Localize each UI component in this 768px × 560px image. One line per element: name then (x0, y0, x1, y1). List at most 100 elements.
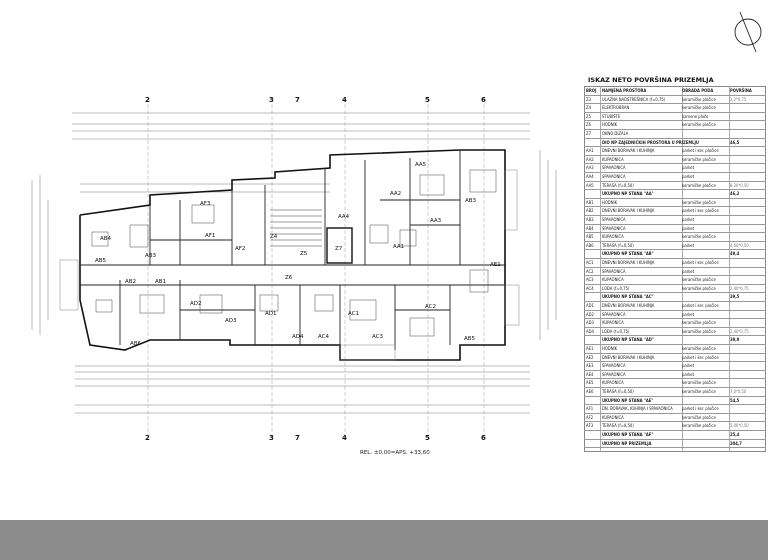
table-cell-code: AE5 (586, 380, 594, 386)
table-row: UKUPNO NP STANA "AF"25,4 (584, 430, 766, 440)
table-cell-code: AD1 (586, 303, 594, 308)
table-cell-floor: keramičke pločice (682, 285, 716, 291)
table-divider (600, 86, 601, 452)
table-cell-code: Z5 (586, 113, 591, 119)
table-cell-name: UKUPNO NP PRIZEMLJA (602, 440, 652, 446)
table-cell-code: AE6 (586, 389, 594, 394)
room-label: AA2 (390, 191, 401, 197)
staircase (270, 209, 322, 247)
table-cell-name: KUPAONICA (602, 380, 624, 386)
table-cell-name: TERASA (f=0,50) (602, 182, 634, 188)
table-cell-floor: keramičke pločice (682, 156, 716, 162)
table-cell-area: 7,0*0,50 (730, 389, 747, 394)
terrace-hatch (59, 169, 520, 361)
axis-label-6-bottom: 6 (481, 434, 486, 442)
table-cell-code: AC1 (586, 260, 594, 265)
table-cell-name: KUPAONICA (602, 156, 624, 162)
table-cell-name: STUBIŠTE (602, 113, 621, 119)
table-cell-code: AF1 (586, 406, 594, 412)
room-label: AB1 (155, 279, 166, 285)
table-cell-name: UKUPNO NP STANA "AB" (602, 251, 654, 257)
axis-label-2-bottom: 2 (145, 434, 150, 442)
table-cell-floor: parket i ker. pločice (682, 148, 719, 154)
axis-label-5-top: 5 (425, 96, 430, 104)
table-cell-floor: keramičke pločice (682, 182, 716, 188)
bottom-toolbar-bar (0, 520, 768, 560)
table-cell-area: 39,5 (730, 294, 740, 300)
table-cell-floor: kamene ploče (682, 113, 709, 119)
table-cell-name: UKUPNO NP STANA "AF" (602, 432, 654, 437)
table-cell-name: TERASA (f=0,50) (602, 423, 634, 429)
table-cell-name: HODNIK (602, 199, 618, 205)
table-cell-code: AE2 (586, 354, 594, 360)
axis-label-5-bottom: 5 (425, 434, 430, 442)
room-label: AD4 (292, 334, 304, 340)
axis-label-7-bottom: 7 (295, 434, 300, 442)
table-cell-floor: parket (682, 242, 695, 248)
table-cell-code: Z7 (586, 131, 591, 136)
table-cell-floor: parket (682, 371, 695, 377)
table-cell-code: AC2 (586, 268, 594, 274)
table-cell-floor: keramičke pločice (682, 414, 716, 420)
room-label: AA5 (415, 162, 427, 168)
table-cell-code: AB1 (586, 199, 594, 205)
axis-label-2-top: 2 (145, 96, 150, 104)
table-cell-floor: parket (682, 363, 695, 369)
room-label: AB5 (95, 258, 107, 264)
table-cell-floor: keramičke pločice (682, 328, 716, 334)
table-cell-area: 39,9 (730, 337, 740, 343)
table-cell-floor: keramičke pločice (682, 96, 716, 102)
room-label: AA1 (393, 244, 404, 250)
table-cell-name: DNEVNI BORAVAK I KUHINJA (602, 354, 655, 360)
room-label: AE1 (490, 262, 501, 268)
table-cell-name: KUPAONICA (602, 414, 624, 420)
table-cell-code: AB3 (586, 217, 594, 222)
table-cell-floor: keramičke pločice (682, 277, 716, 283)
table-cell-name: UKUPNO NP STANA "AE" (602, 397, 654, 403)
room-label: AF2 (235, 246, 245, 252)
room-label: AD2 (190, 301, 202, 307)
room-label: AA4 (338, 214, 350, 220)
header-code: BROJ (586, 88, 597, 93)
room-label: AA3 (430, 218, 442, 224)
room-label: AC3 (372, 334, 384, 340)
table-cell-name: SPAVAONICA (602, 268, 626, 274)
table-cell-name: KUPAONICA (602, 320, 624, 326)
table-cell-code: Z6 (586, 122, 591, 128)
table-cell-area: 49,4 (730, 251, 740, 257)
table-cell-code: AD2 (586, 311, 594, 317)
table-cell-area: 2,40*0,75 (730, 328, 749, 334)
table-row: Z5 STUBIŠTE kamene ploče (584, 112, 766, 122)
table-cell-name: LOĐA (f=0,75) (602, 328, 630, 334)
table-cell-floor: parket (682, 225, 695, 231)
table-title: ISKAZ NETO POVRŠINA PRIZEMLJA (588, 76, 714, 84)
table-cell-area: 8,20*0,50 (730, 182, 749, 188)
axis-lines (147, 98, 485, 440)
table-cell-name: SPAVAONICA (602, 225, 626, 231)
room-label: Z4 (270, 234, 278, 240)
table-cell-floor: keramičke pločice (682, 389, 716, 394)
table-cell-floor: keramičke pločice (682, 122, 716, 128)
table-cell-floor: keramičke pločice (682, 320, 716, 326)
room-label: AF1 (205, 233, 215, 239)
table-cell-name: TERASA (f=0,50) (602, 242, 634, 248)
table-cell-area: 4,60*0,50 (730, 242, 749, 248)
interior-walls (80, 150, 505, 350)
room-label: AB2 (125, 279, 136, 285)
table-cell-code: Z3 (586, 96, 591, 102)
elevator-shaft (326, 227, 353, 264)
